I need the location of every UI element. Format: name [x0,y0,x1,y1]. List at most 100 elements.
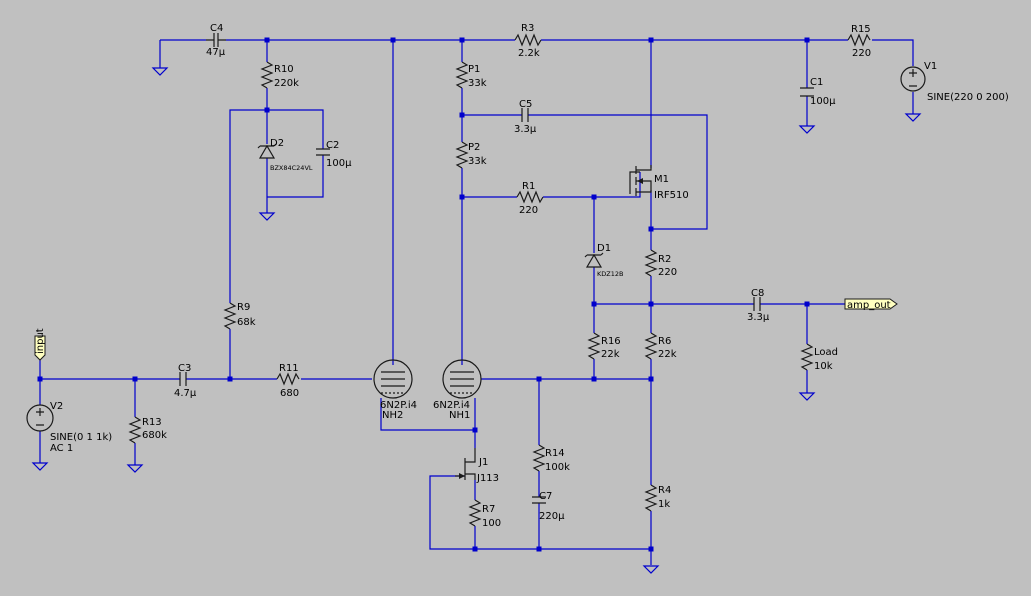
capacitor-c5[interactable] [521,108,529,122]
component-labels: C4 47µ R10 220k D2 BZX84C24VL C2 100µ R3… [50,23,1009,529]
label-p1-value: 33k [468,78,487,89]
resistor-r2[interactable] [644,249,658,277]
label-j1-value: J113 [476,473,499,484]
zener-diode-d1[interactable] [584,252,604,268]
resistor-r1[interactable] [516,190,544,204]
resistor-r10[interactable] [260,61,274,89]
label-r11-name: R11 [279,363,299,374]
resistor-p2[interactable] [455,141,469,169]
label-r14-name: R14 [545,448,565,459]
label-c4-value: 47µ [206,47,226,58]
resistor-r11[interactable] [276,372,300,386]
label-r4-value: 1k [658,499,670,510]
label-r7-value: 100 [482,518,501,529]
label-c2-name: C2 [326,140,339,151]
label-r16-value: 22k [601,349,620,360]
label-c7-value: 220µ [539,511,565,522]
label-d1-value: KDZ12B [597,270,623,278]
ground-icon [258,212,276,221]
label-r10-value: 220k [274,78,299,89]
capacitor-c7[interactable] [532,496,546,504]
capacitor-c1[interactable] [800,87,814,97]
label-nh2-value: 6N2P.i4 [380,400,417,411]
resistor-r6[interactable] [644,332,658,360]
zener-diode-d2[interactable] [257,143,277,159]
label-r14-value: 100k [545,462,570,473]
label-r9-name: R9 [237,302,250,313]
label-v1-name: V1 [924,61,937,72]
net-label-amp-out[interactable]: amp_out [844,298,898,311]
label-r3-name: R3 [521,23,534,34]
label-c3-name: C3 [178,363,191,374]
label-c8-name: C8 [751,288,764,299]
net-label-input-text: input [35,328,46,354]
label-r13-name: R13 [142,417,162,428]
label-c1-name: C1 [810,77,823,88]
ground-icon [904,113,922,122]
label-r3-value: 2.2k [518,48,540,59]
label-r2-value: 220 [658,267,677,278]
label-d2-value: BZX84C24VL [270,164,313,172]
label-nh1-name: NH1 [449,410,470,421]
label-r13-value: 680k [142,430,167,441]
ground-icon [126,464,144,473]
label-v2-value2: AC 1 [50,443,73,454]
label-p2-name: P2 [468,142,480,153]
resistor-r16[interactable] [587,332,601,360]
resistor-r4[interactable] [644,484,658,512]
net-label-input[interactable]: input [34,328,46,361]
resistor-r13[interactable] [128,416,142,444]
label-r16-name: R16 [601,336,621,347]
ground-icon [31,462,49,471]
resistor-load[interactable] [800,343,814,371]
resistor-r7[interactable] [468,499,482,527]
label-r15-value: 220 [852,48,871,59]
resistor-r9[interactable] [223,302,237,330]
label-c2-value: 100µ [326,158,352,169]
capacitor-c8[interactable] [753,297,761,311]
label-p1-name: P1 [468,64,480,75]
resistor-r15[interactable] [847,33,871,47]
label-r11-value: 680 [280,388,299,399]
ground-icon [798,125,816,134]
wires [39,39,914,565]
label-r6-name: R6 [658,336,671,347]
label-d2-name: D2 [270,138,284,149]
resistor-r3[interactable] [514,33,542,47]
mosfet-m1[interactable] [629,165,652,196]
label-r4-name: R4 [658,485,671,496]
grounds [31,67,922,574]
label-r1-value: 220 [519,205,538,216]
label-r6-value: 22k [658,349,677,360]
jfet-j1[interactable] [455,448,476,480]
triode-nh1[interactable] [442,359,482,399]
junctions [37,37,810,552]
resistor-r14[interactable] [532,444,546,472]
triode-nh2[interactable] [373,359,413,399]
label-c3-value: 4.7µ [174,388,197,399]
label-load-value: 10k [814,361,833,372]
voltage-source-v2[interactable] [26,404,54,432]
label-m1-name: M1 [654,174,669,185]
label-d1-name: D1 [597,243,611,254]
capacitor-c2[interactable] [316,148,330,156]
capacitor-c4[interactable] [206,33,226,47]
resistor-p1[interactable] [455,61,469,89]
label-j1-name: J1 [478,457,488,468]
label-v2-value: SINE(0 1 1k) [50,432,112,443]
label-r10-name: R10 [274,64,294,75]
label-r2-name: R2 [658,254,671,265]
label-c7-name: C7 [539,491,552,502]
label-load-name: Load [814,347,838,358]
voltage-source-v1[interactable] [900,66,926,92]
label-r7-name: R7 [482,504,495,515]
label-c5-value: 3.3µ [514,124,537,135]
ground-icon [642,565,660,574]
label-c4-name: C4 [210,23,223,34]
label-p2-value: 33k [468,156,487,167]
label-r9-value: 68k [237,317,256,328]
net-label-amp-out-text: amp_out [847,300,891,311]
ground-icon [798,392,816,401]
capacitor-c3[interactable] [179,372,187,386]
